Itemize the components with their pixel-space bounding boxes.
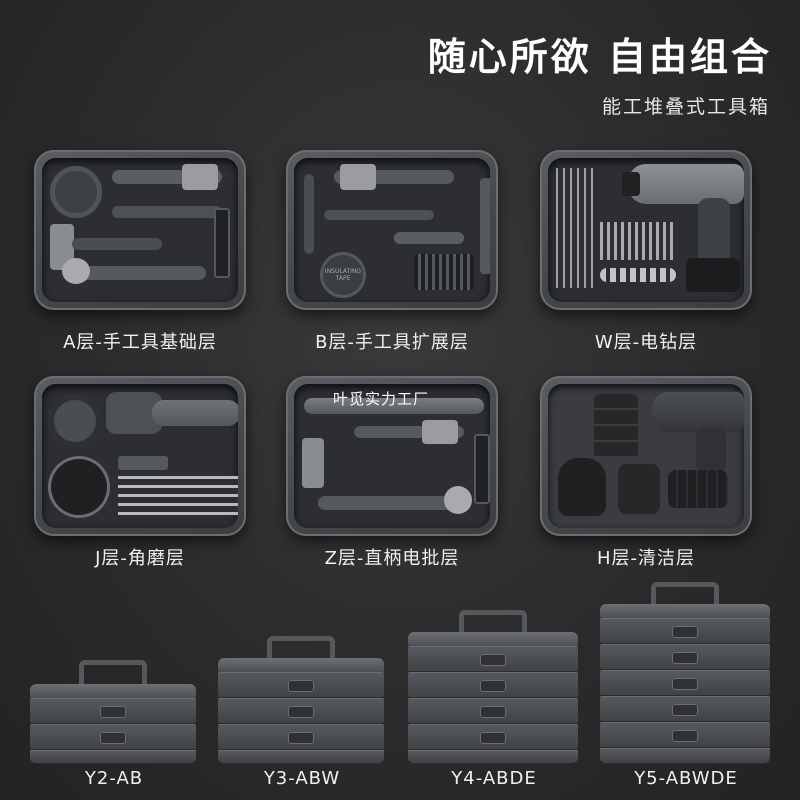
round-brush-icon (618, 464, 660, 514)
cleaning-gun-icon (652, 392, 744, 432)
hex-keys-icon (414, 254, 474, 290)
cutting-disc-icon (48, 456, 110, 518)
bit-set-icon (600, 222, 676, 260)
drill-battery-icon (686, 258, 740, 292)
drum-brush-icon (668, 470, 728, 508)
tray-b-image: INSULATING TAPE (286, 150, 498, 310)
socket-row-icon (600, 268, 676, 282)
box-y2-image (30, 660, 196, 764)
tape-measure-icon (50, 166, 102, 218)
electric-screwdriver-icon (304, 398, 484, 414)
utility-knife-icon (480, 178, 490, 274)
tray-j-image (34, 376, 246, 536)
screwdriver-icon (112, 206, 222, 218)
tray-z-image (286, 376, 498, 536)
tray-w-label: W层-电钻层 (594, 332, 698, 353)
bit-rack-icon (474, 434, 490, 504)
tape-roll-text: INSULATING TAPE (324, 268, 362, 282)
file-set-icon (118, 476, 238, 516)
brush-head-icon (558, 458, 606, 516)
tray-j-label: J层-角磨层 (95, 548, 185, 569)
drill-grip-icon (698, 198, 730, 264)
tray-z-label: Z层-直柄电批层 (324, 548, 460, 569)
box-y5-image (600, 582, 770, 764)
tray-h-image (540, 376, 752, 536)
tray-w-image (540, 150, 752, 310)
subtitle: 能工堆叠式工具箱 (601, 96, 770, 118)
wrench-icon (66, 266, 206, 280)
drill-body-icon (628, 164, 744, 204)
box-y3-label: Y3-ABW (263, 768, 341, 789)
tape-roll-icon (320, 252, 366, 298)
sponge-icon (594, 394, 638, 458)
hammer-icon (302, 438, 324, 488)
grinding-disc-icon (48, 394, 102, 448)
box-y4-image (408, 610, 578, 764)
drill-bits-icon (556, 168, 594, 288)
bit-rack-icon (214, 208, 230, 278)
box-y5-label: Y5-ABWDE (634, 768, 738, 789)
box-y2-label: Y2-AB (84, 768, 144, 789)
headline: 随心所欲 自由组合 (427, 35, 772, 79)
tray-b-label: B层-手工具扩展层 (315, 332, 469, 353)
wrench-icon (318, 496, 468, 510)
tray-a-image (34, 150, 246, 310)
watermark-text: 叶觅实力工厂 (333, 390, 430, 408)
tray-a-label: A层-手工具基础层 (63, 332, 217, 353)
box-y3-image (218, 636, 384, 764)
tray-h-label: H层-清洁层 (596, 548, 696, 569)
box-y4-label: Y4-ABDE (451, 768, 537, 789)
drill-chuck-icon (622, 172, 640, 196)
